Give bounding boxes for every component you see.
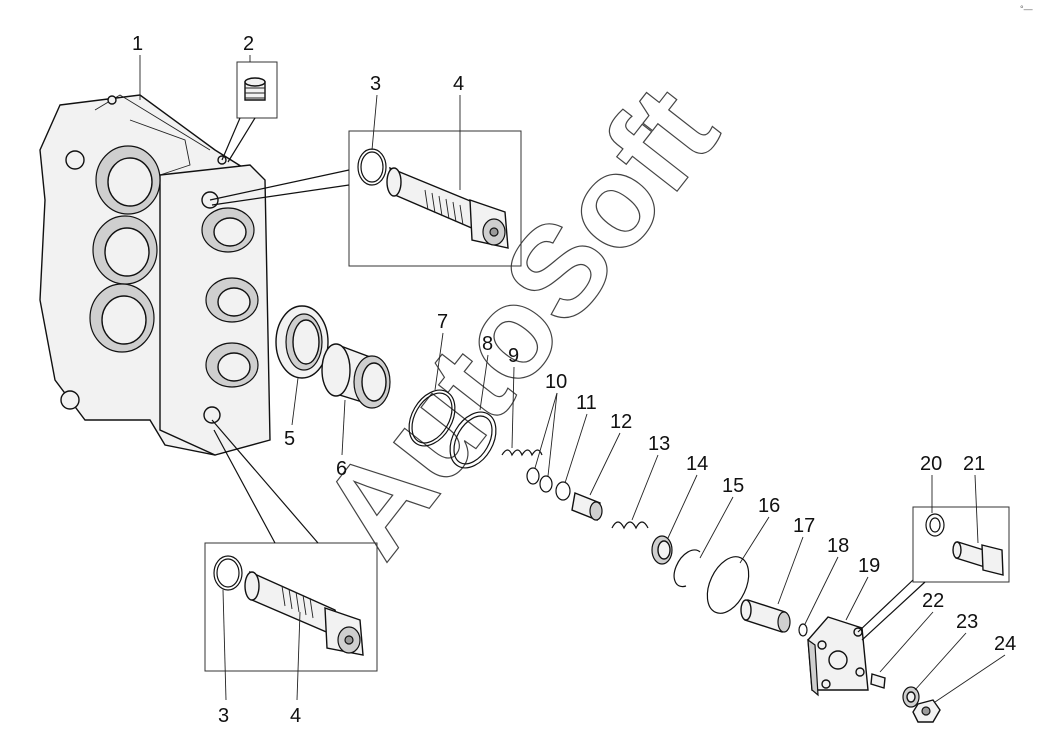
callout-15: 15 [722,475,744,497]
callout-6: 6 [336,458,347,480]
callout-16: 16 [758,495,780,517]
cover-bolt-group [857,506,1010,641]
callout-24: 24 [994,633,1016,655]
callout-11: 11 [576,392,597,414]
piston [321,343,391,409]
spring-and-washers [501,449,603,521]
callout-labels: 1 2 3 4 5 6 7 8 9 10 11 12 13 14 15 16 1… [132,33,1016,727]
leader-lines [139,55,1006,703]
pushrod-17-18 [740,599,808,637]
bleed-plug [221,61,278,163]
upper-guide-pin-group [209,130,522,267]
lower-guide-pin-group [204,419,378,672]
callout-17: 17 [793,515,815,537]
callout-22: 22 [922,590,944,612]
callout-4-lower: 4 [290,705,301,727]
callout-10: 10 [545,371,567,393]
callout-21: 21 [963,453,985,475]
callout-7: 7 [437,311,448,333]
adjuster-parts-13-16 [611,521,750,614]
corner-mark: °— [1020,4,1033,14]
bleeder-and-nut [870,673,941,723]
callout-18: 18 [827,535,849,557]
callout-1: 1 [132,33,143,55]
watermark: AutoSoft [292,60,745,582]
callout-8: 8 [482,333,493,355]
caliper-housing [39,94,271,456]
callout-3-upper: 3 [370,73,381,95]
callout-3-lower: 3 [218,705,229,727]
cover-plate [807,616,869,697]
o-rings-7-8 [408,389,497,469]
callout-13: 13 [648,433,670,455]
callout-4-upper: 4 [453,73,464,95]
callout-19: 19 [858,555,880,577]
callout-23: 23 [956,611,978,633]
dust-seal [275,305,329,379]
callout-14: 14 [686,453,708,475]
callout-9: 9 [508,345,519,367]
callout-20: 20 [920,453,942,475]
callout-2: 2 [243,33,254,55]
callout-12: 12 [610,411,632,433]
callout-5: 5 [284,428,295,450]
